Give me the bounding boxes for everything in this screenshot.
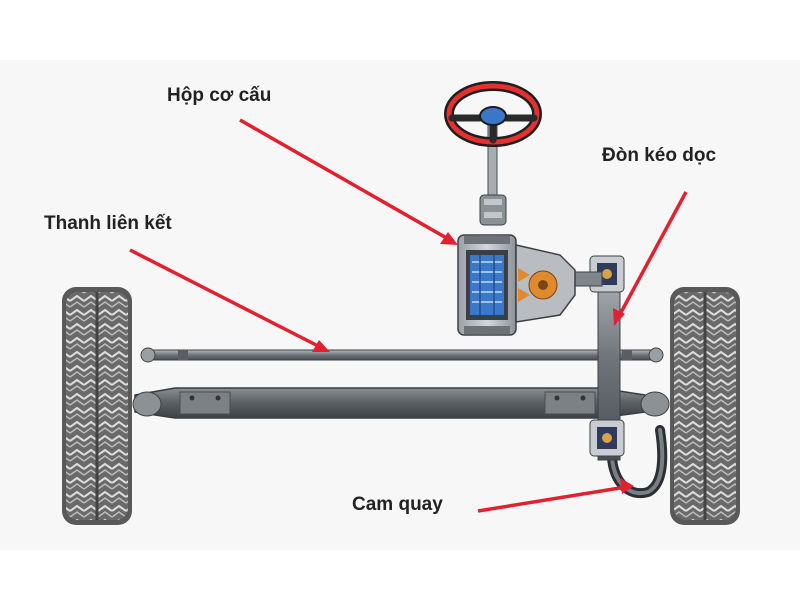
tie-rod [140, 347, 664, 363]
label-steering-gear-box: Hộp cơ cấu [167, 85, 272, 106]
front-axle-beam [132, 387, 670, 419]
steering-wheel [444, 81, 542, 147]
arrow-steering-arm [477, 478, 634, 513]
right-wheel [670, 287, 740, 525]
label-steering-arm: Cam quay [352, 494, 443, 515]
arrow-gearbox [239, 118, 458, 245]
background-panel [0, 60, 800, 550]
steering-arm [606, 425, 668, 499]
label-tie-rod: Thanh liên kết [44, 213, 172, 234]
steering-gear-box [457, 234, 576, 336]
label-drag-link: Đòn kéo dọc [602, 145, 717, 166]
left-wheel [62, 287, 132, 525]
arrow-drag-link [613, 191, 688, 326]
steering-column [479, 124, 507, 226]
arrow-tie-rod [129, 248, 330, 352]
